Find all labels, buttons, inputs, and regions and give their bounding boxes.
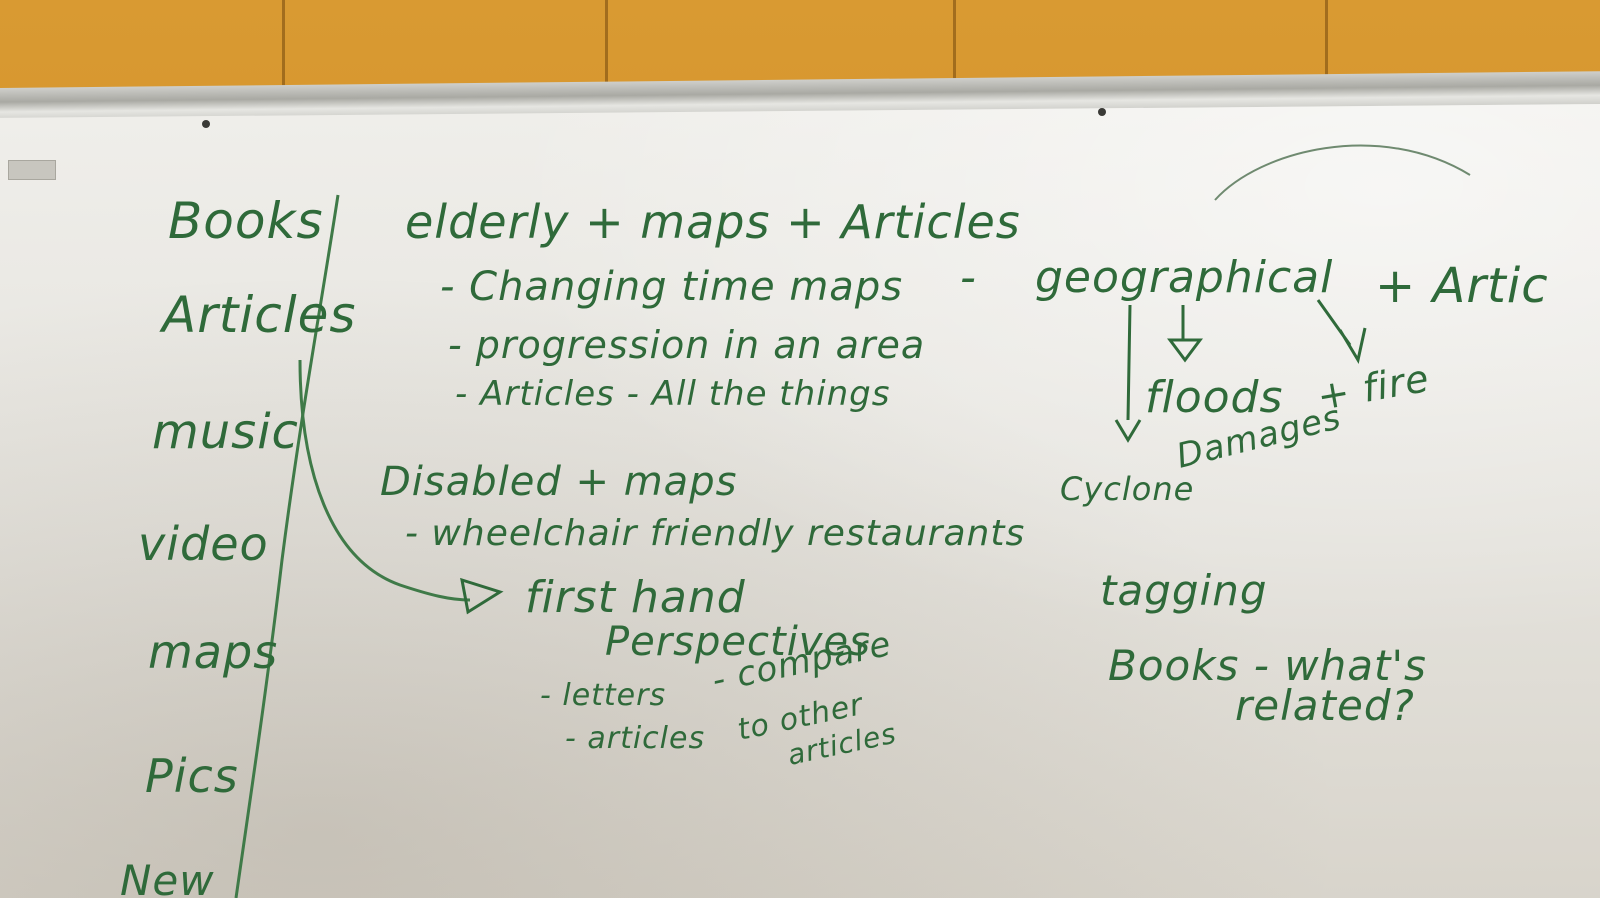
plus-articles-label: + Artic	[1375, 258, 1549, 314]
left-column-item: video	[138, 517, 269, 571]
books-related-line: Books - what's	[1108, 641, 1427, 690]
wall-panel-seam	[1325, 0, 1328, 100]
articles-item: - articles	[565, 721, 705, 756]
arrow-to-damages	[1316, 299, 1367, 365]
wall-panel-seam	[605, 0, 608, 100]
cyclone-label: Cyclone	[1060, 470, 1194, 508]
elderly-heading: elderly + maps + Articles	[405, 195, 1021, 249]
arrow-to-first-hand	[298, 359, 471, 602]
disabled-heading: Disabled + maps	[380, 459, 737, 505]
bullet-progression: - progression in an area	[448, 323, 925, 367]
left-column-item: Books	[168, 192, 324, 250]
plus-fire-label: + fire	[1314, 356, 1433, 419]
first-hand-label: first hand	[525, 572, 746, 623]
left-column-item: Articles	[159, 286, 356, 344]
arrowhead-first-hand	[460, 577, 504, 615]
wheelchair-item: - wheelchair friendly restaurants	[405, 513, 1025, 554]
tagging-heading: tagging	[1100, 566, 1267, 615]
left-column-item: music	[152, 404, 299, 460]
left-column-item: New	[120, 856, 215, 898]
curve-top-right	[1214, 144, 1471, 201]
arrow-to-floods	[1167, 305, 1203, 363]
geographical-label: geographical	[1035, 252, 1333, 303]
frame-screw	[1098, 108, 1106, 116]
wall-panel-seam	[282, 0, 285, 100]
arrow-to-cyclone	[1114, 304, 1142, 443]
wall-panel-seam	[953, 0, 956, 100]
bullet-articles-all-things: - Articles - All the things	[455, 374, 890, 414]
left-column-item: Pics	[145, 749, 239, 803]
perspectives-label: Perspectives	[605, 619, 871, 665]
frame-screw	[202, 120, 210, 128]
geo-dash: -	[960, 252, 977, 303]
bullet-changing-time-maps: - Changing time maps	[440, 264, 903, 310]
related-question: related?	[1235, 681, 1415, 730]
board-label-plate	[8, 160, 56, 180]
floods-label: floods	[1145, 372, 1283, 423]
letters-item: - letters	[540, 678, 666, 713]
vertical-divider-line	[234, 194, 340, 898]
left-column-item: maps	[148, 625, 278, 679]
